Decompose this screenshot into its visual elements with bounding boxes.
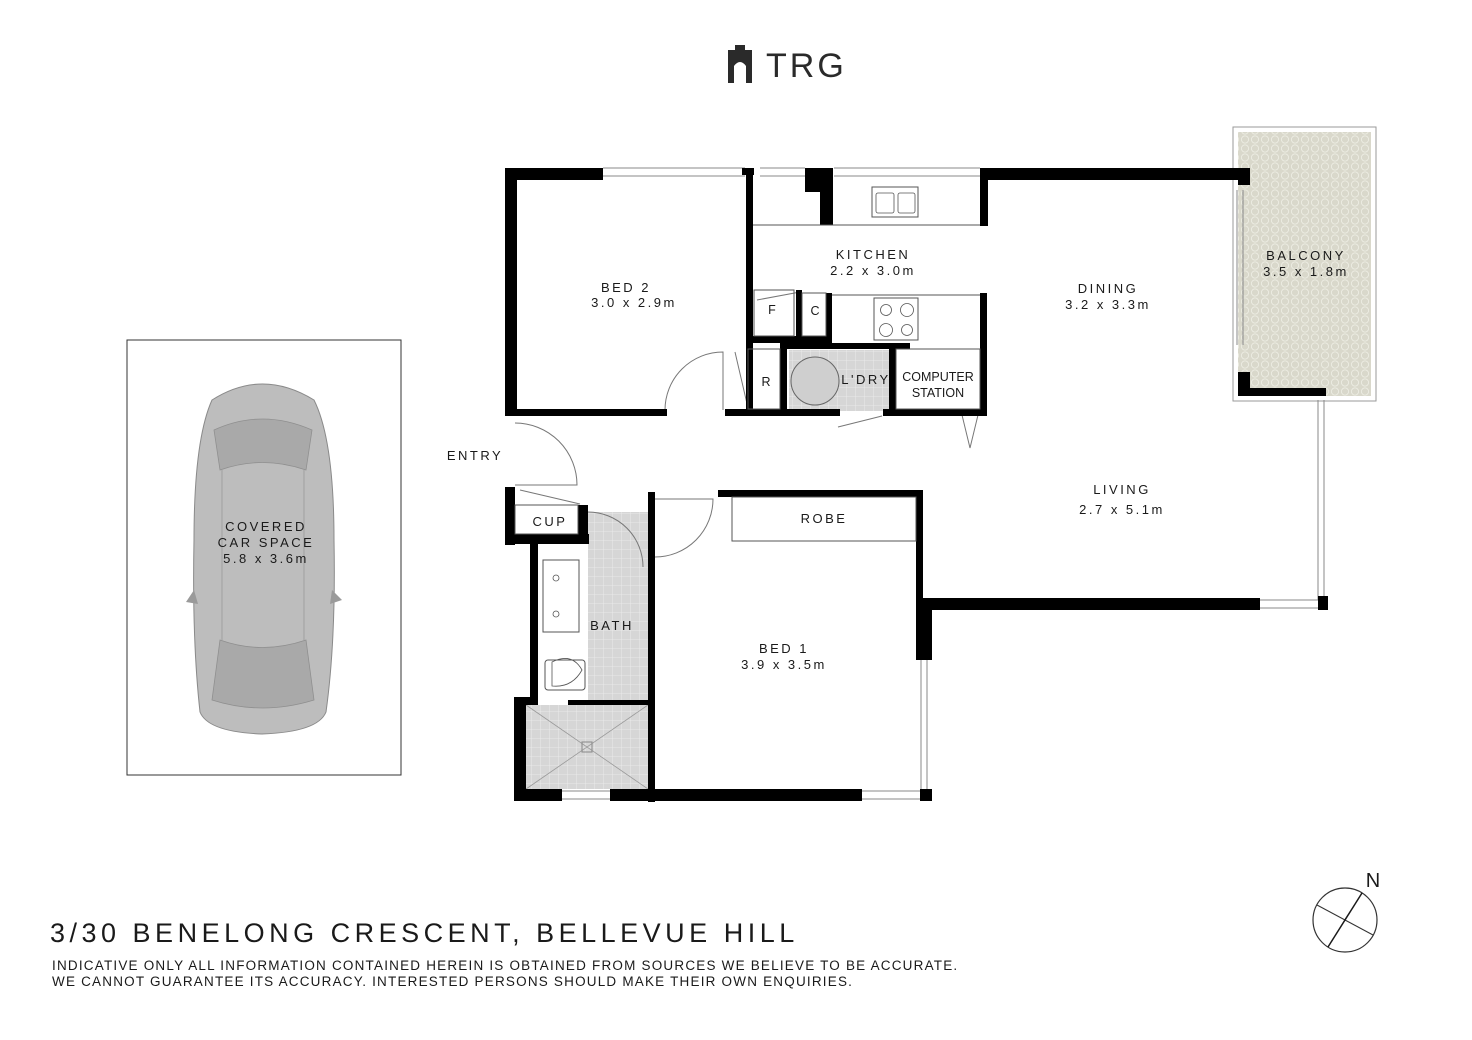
bed1-label: BED 1	[759, 641, 809, 656]
robe-label: ROBE	[801, 511, 848, 526]
r-label: R	[761, 375, 770, 389]
cup-label: CUP	[533, 514, 568, 529]
bed2-label: BED 2	[601, 280, 651, 295]
shower-area	[525, 704, 649, 790]
door-swings	[514, 291, 979, 568]
walls	[505, 168, 1328, 802]
car-label-line1: COVERED	[225, 519, 307, 534]
dining-label: DINING	[1078, 281, 1139, 296]
cupboard-c-label: C	[810, 304, 819, 318]
disclaimer: INDICATIVE ONLY ALL INFORMATION CONTAINE…	[52, 958, 958, 990]
compass-north-label: N	[1366, 870, 1380, 892]
compass-icon	[1312, 887, 1378, 953]
windows	[562, 167, 1325, 800]
bed1-size: 3.9 x 3.5m	[741, 657, 827, 672]
balcony-size: 3.5 x 1.8m	[1263, 264, 1349, 279]
living-label: LIVING	[1093, 482, 1151, 497]
entry-label: ENTRY	[447, 448, 503, 463]
laundry-label: L'DRY	[841, 372, 890, 387]
toilet-icon	[544, 658, 586, 691]
kitchen-size: 2.2 x 3.0m	[830, 263, 916, 278]
computer-label-line2: STATION	[912, 386, 964, 400]
disclaimer-line-1: INDICATIVE ONLY ALL INFORMATION CONTAINE…	[52, 958, 959, 973]
dining-size: 3.2 x 3.3m	[1065, 297, 1151, 312]
property-address: 3/30 BENELONG CRESCENT, BELLEVUE HILL	[50, 918, 799, 948]
washing-machine-icon	[790, 356, 840, 406]
balcony-area	[1232, 126, 1377, 402]
cooktop-icon	[873, 297, 919, 341]
bath-tiles	[588, 512, 648, 712]
living-size: 2.7 x 5.1m	[1079, 502, 1165, 517]
car-size: 5.8 x 3.6m	[223, 551, 309, 566]
counters	[514, 224, 981, 542]
fridge-label: F	[768, 303, 776, 317]
computer-label-line1: COMPUTER	[902, 370, 974, 384]
kitchen-sink-icon	[871, 186, 919, 218]
car-label-line2: CAR SPACE	[218, 535, 315, 550]
kitchen-label: KITCHEN	[836, 247, 911, 262]
disclaimer-line-2: WE CANNOT GUARANTEE ITS ACCURACY. INTERE…	[52, 974, 854, 989]
bath-label: BATH	[590, 618, 634, 633]
trg-building-logo-icon	[728, 45, 752, 83]
vanity-icon	[542, 559, 580, 633]
car-icon	[186, 383, 342, 735]
bed2-size: 3.0 x 2.9m	[591, 295, 677, 310]
logo-text: TRG	[766, 47, 847, 85]
balcony-label: BALCONY	[1266, 248, 1346, 263]
